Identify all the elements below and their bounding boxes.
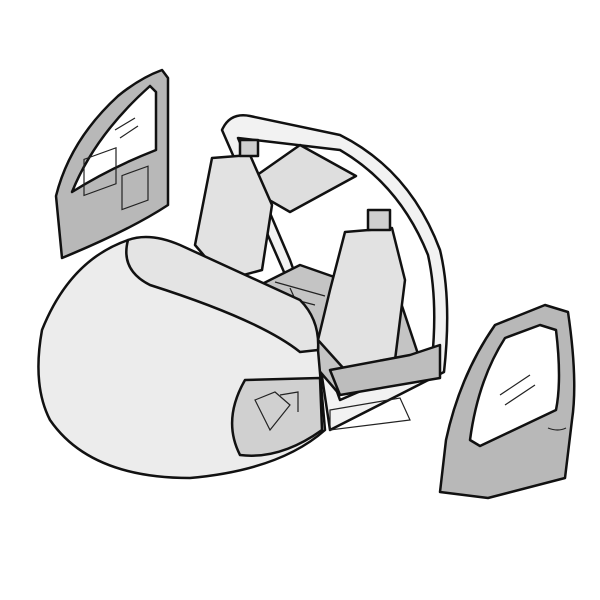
side-access-opening xyxy=(230,376,324,457)
fuselage-nose xyxy=(37,235,411,480)
instrument-panel xyxy=(125,235,320,354)
left-seat xyxy=(193,138,274,282)
right-seat xyxy=(316,208,442,397)
left-door-panel xyxy=(83,146,117,197)
pedal-area xyxy=(329,397,411,431)
left-door xyxy=(54,68,170,260)
left-door-panel xyxy=(121,165,149,211)
right-door xyxy=(438,303,576,500)
console xyxy=(328,343,442,397)
roof-panel xyxy=(241,143,358,214)
